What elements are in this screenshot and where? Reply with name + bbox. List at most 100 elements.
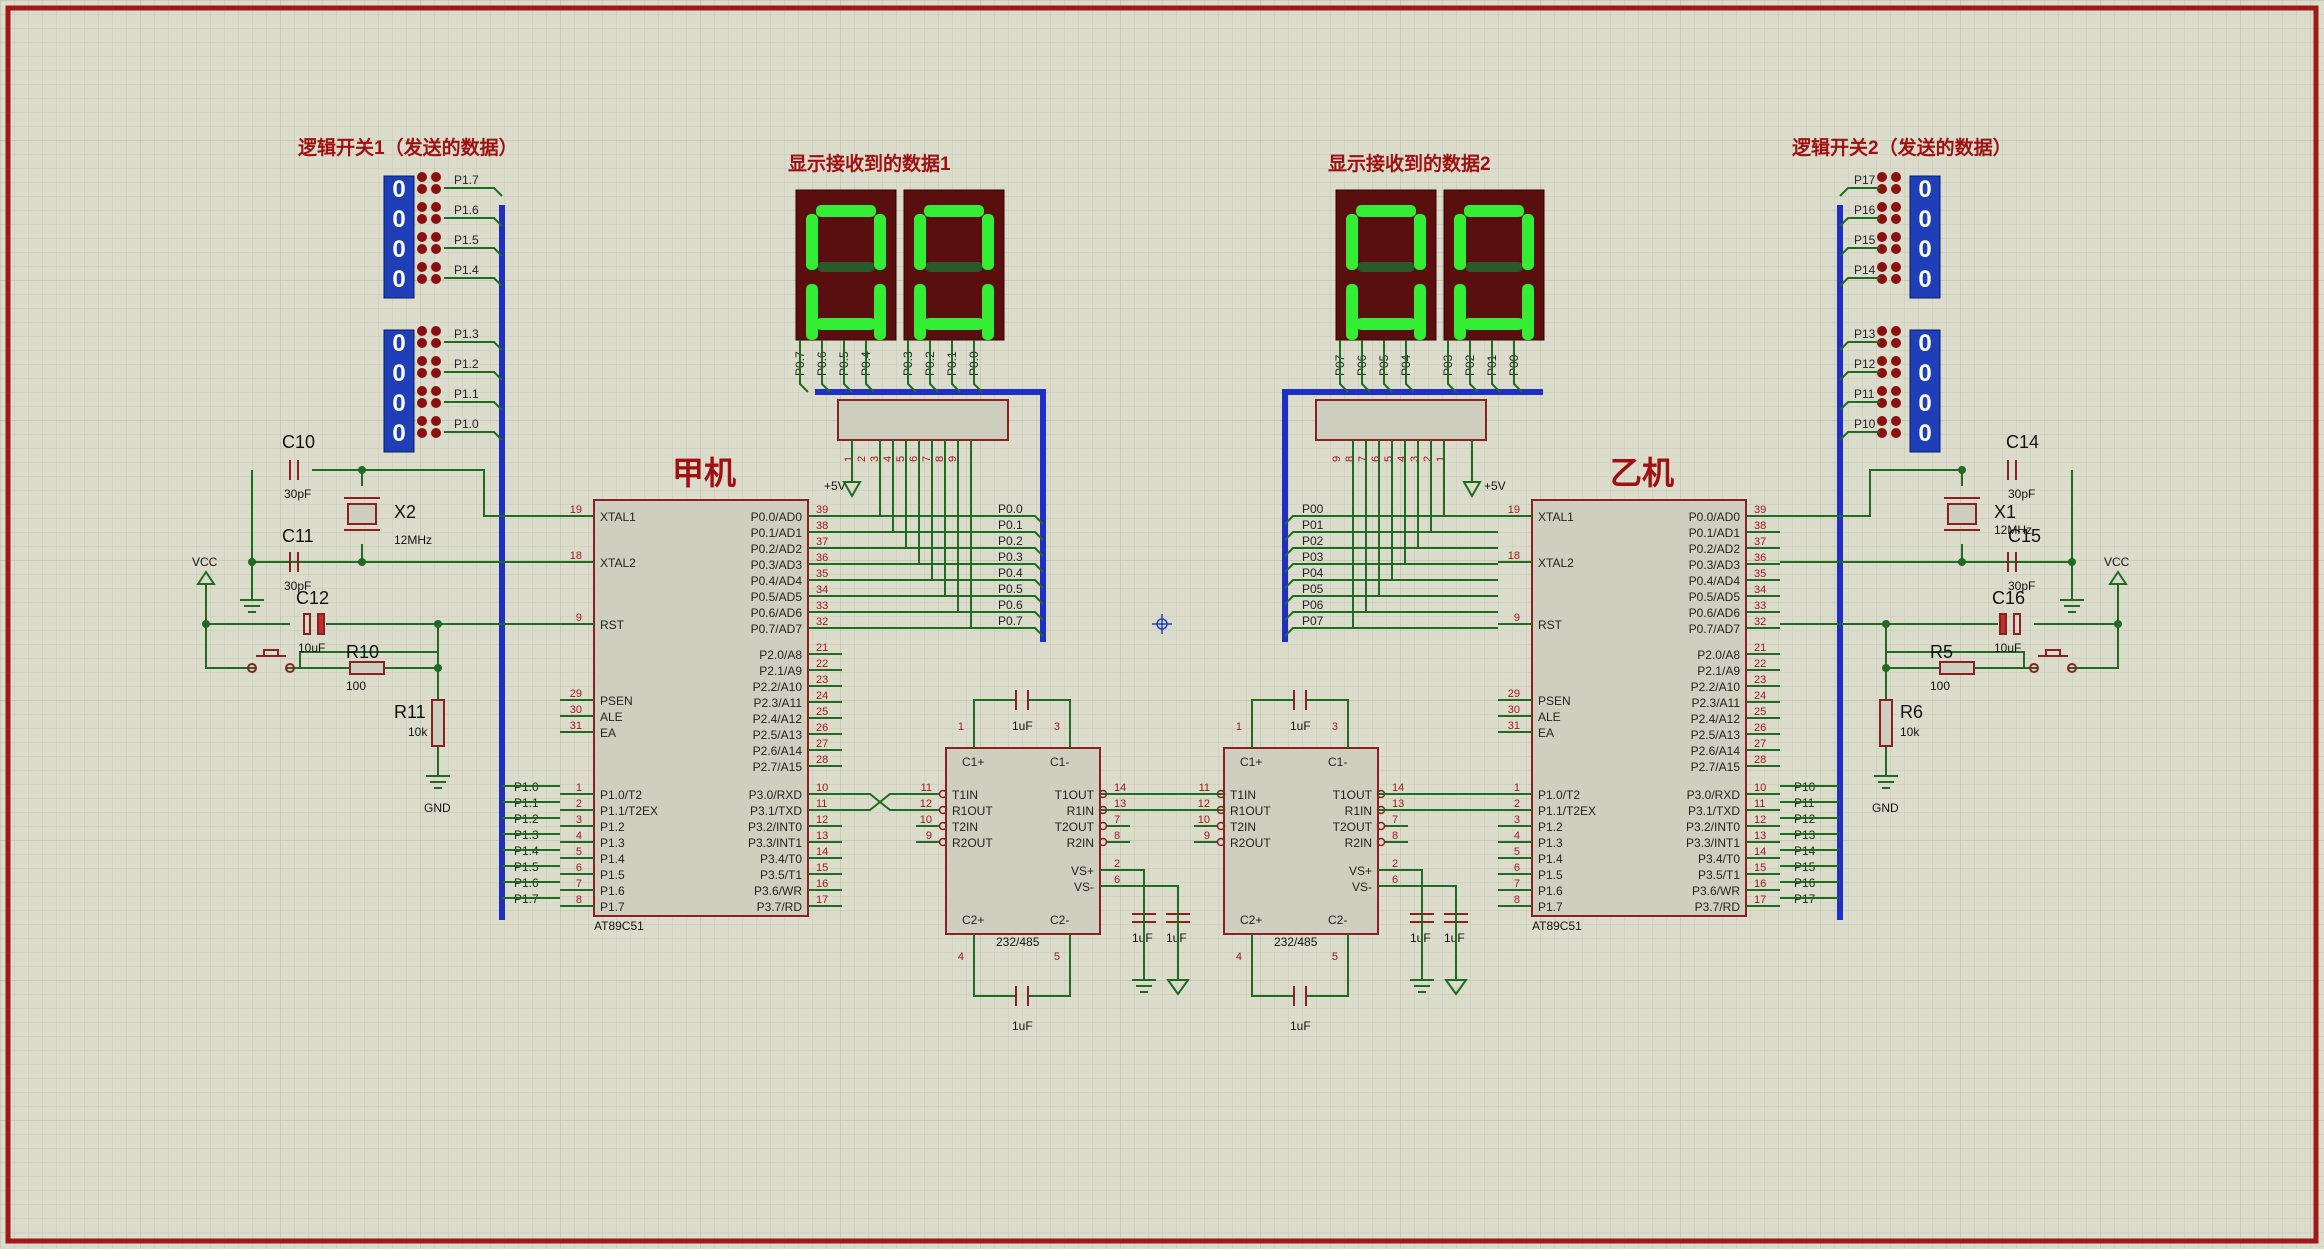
switch-contact [1891,232,1901,242]
switch-state[interactable]: 0 [1918,266,1931,293]
switch-net-label: P12 [1854,357,1876,371]
max-pin-num: 1 [958,721,964,733]
mcu-pin-name: P0.3/AD3 [1689,558,1741,572]
switch-net-label: P1.2 [454,357,479,371]
segment-on [1464,205,1524,217]
switch-contact [431,338,441,348]
switch-state[interactable]: 0 [392,236,405,263]
max-pin-name: VS+ [1349,864,1372,878]
max-pin-name: R2OUT [1230,836,1271,850]
max-pin-name: R1IN [1067,804,1094,818]
mcu-pin-name: P1.6 [600,884,625,898]
switch-state[interactable]: 0 [1918,206,1931,233]
max-pin-num: 12 [1198,798,1210,810]
mcu-pin-name: P2.6/A14 [753,744,803,758]
switch-state[interactable]: 0 [1918,420,1931,447]
segment-off [926,262,982,272]
mcu-pin-num: 12 [1754,814,1766,826]
mcu-pin-num: 29 [1508,688,1520,700]
mcu-pin-num: 4 [1514,830,1520,842]
mcu-pin-name: P3.4/T0 [1698,852,1740,866]
mcu-pin-name: P3.5/T1 [760,868,802,882]
mcu-pin-name: P1.0/T2 [600,788,642,802]
max-pin-name: T1IN [952,788,978,802]
supply-right: +5V [1484,479,1506,493]
switch-contact [1891,428,1901,438]
mcu-pin-name: ALE [1538,710,1561,724]
mcu-pin-name: XTAL1 [1538,510,1574,524]
display2-title: 显示接收到的数据2 [1328,152,1491,175]
respack-pin-num: 1 [843,456,855,462]
p0-net-label: P02 [1302,534,1324,548]
max-cap-wire [1251,699,1349,718]
respack-pin-num: 8 [1344,456,1356,462]
switch-contact [431,202,441,212]
vs-cap-val: 1uF [1444,931,1465,945]
switch-body-right-bottom[interactable] [1909,329,1941,453]
switch1-title: 逻辑开关1（发送的数据） [298,136,518,159]
switch-state[interactable]: 0 [1918,236,1931,263]
switch-state[interactable]: 0 [392,420,405,447]
mcu-pin-num: 11 [1754,798,1765,810]
mcu-pin-num: 10 [1754,782,1766,794]
switch-body-left-top[interactable] [383,175,415,299]
switch-state[interactable]: 0 [392,266,405,293]
vs-cap-val: 1uF [1410,931,1431,945]
max-pin-num: 12 [920,798,932,810]
switch-state[interactable]: 0 [392,176,405,203]
switch-body-right-top[interactable] [1909,175,1941,299]
mcu2-chip[interactable] [1531,499,1747,917]
switch-net-label: P14 [1854,263,1876,277]
switch-state[interactable]: 0 [1918,360,1931,387]
mcu2-label: 乙机 [1610,455,1674,491]
max-cap [1293,690,1307,710]
mcu1-part: AT89C51 [594,919,644,933]
p0-net-label: P03 [1302,550,1324,564]
mcu-pin-num: 26 [1754,722,1766,734]
p0-net-label: P0.4 [998,566,1023,580]
switch-state[interactable]: 0 [392,360,405,387]
switch-contact [431,416,441,426]
mcu-pin-num: 10 [816,782,828,794]
mcu-pin-name: P2.2/A10 [1691,680,1741,694]
switch-contact [417,416,427,426]
max-pin-name: T2IN [952,820,978,834]
switch-contact [431,386,441,396]
switch-contact [431,274,441,284]
p0-net-label: P06 [1302,598,1324,612]
switch-state[interactable]: 0 [392,206,405,233]
mcu-pin-num: 7 [576,878,582,890]
switch-state[interactable]: 0 [1918,330,1931,357]
switch-state[interactable]: 0 [1918,390,1931,417]
switch-contact [417,274,427,284]
mcu-pin-name: P3.1/TXD [1688,804,1740,818]
discrete-parts [247,460,2077,747]
mcu-pin-num: 6 [1514,862,1520,874]
switch-contact [1877,398,1887,408]
switch-state[interactable]: 0 [392,390,405,417]
switch-contact [1877,202,1887,212]
mcu-pin-name: P1.6 [1538,884,1563,898]
mcu1-chip[interactable] [593,499,809,917]
mcu-pin-name: EA [1538,726,1554,740]
mcu-pin-num: 13 [816,830,828,842]
segment-on [1346,284,1358,340]
c10-ref: C10 [282,432,315,452]
switch-contact [431,368,441,378]
mcu-pin-name: P2.3/A11 [1692,696,1741,710]
max-pin-name: C2+ [962,913,984,927]
segment-on [914,214,926,270]
segment-on [1522,214,1534,270]
switch-state[interactable]: 0 [392,330,405,357]
max-pin-name: VS- [1074,880,1094,894]
mcu-pin-name: XTAL1 [600,510,636,524]
switch-state[interactable]: 0 [1918,176,1931,203]
mcu-pin-num: 28 [816,754,828,766]
respack-right [1315,399,1487,441]
mcu-pin-name: P1.0/T2 [1538,788,1580,802]
switch-body-left-bottom[interactable] [383,329,415,453]
mcu-pin-name: XTAL2 [1538,556,1574,570]
